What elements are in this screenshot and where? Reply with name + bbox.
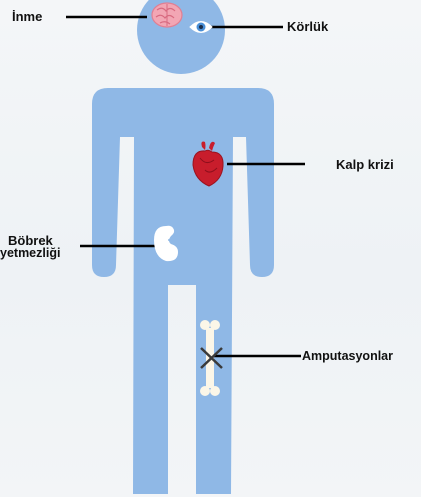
blindness-label: Körlük: [287, 20, 328, 33]
stroke-label: İnme: [12, 10, 42, 23]
body-silhouette: [92, 88, 274, 494]
kidney-failure-label-line2: yetmezliği: [0, 247, 60, 260]
heart-attack-label: Kalp krizi: [336, 158, 394, 171]
amputations-label: Amputasyonlar: [302, 350, 393, 363]
brain-icon: [152, 3, 182, 27]
